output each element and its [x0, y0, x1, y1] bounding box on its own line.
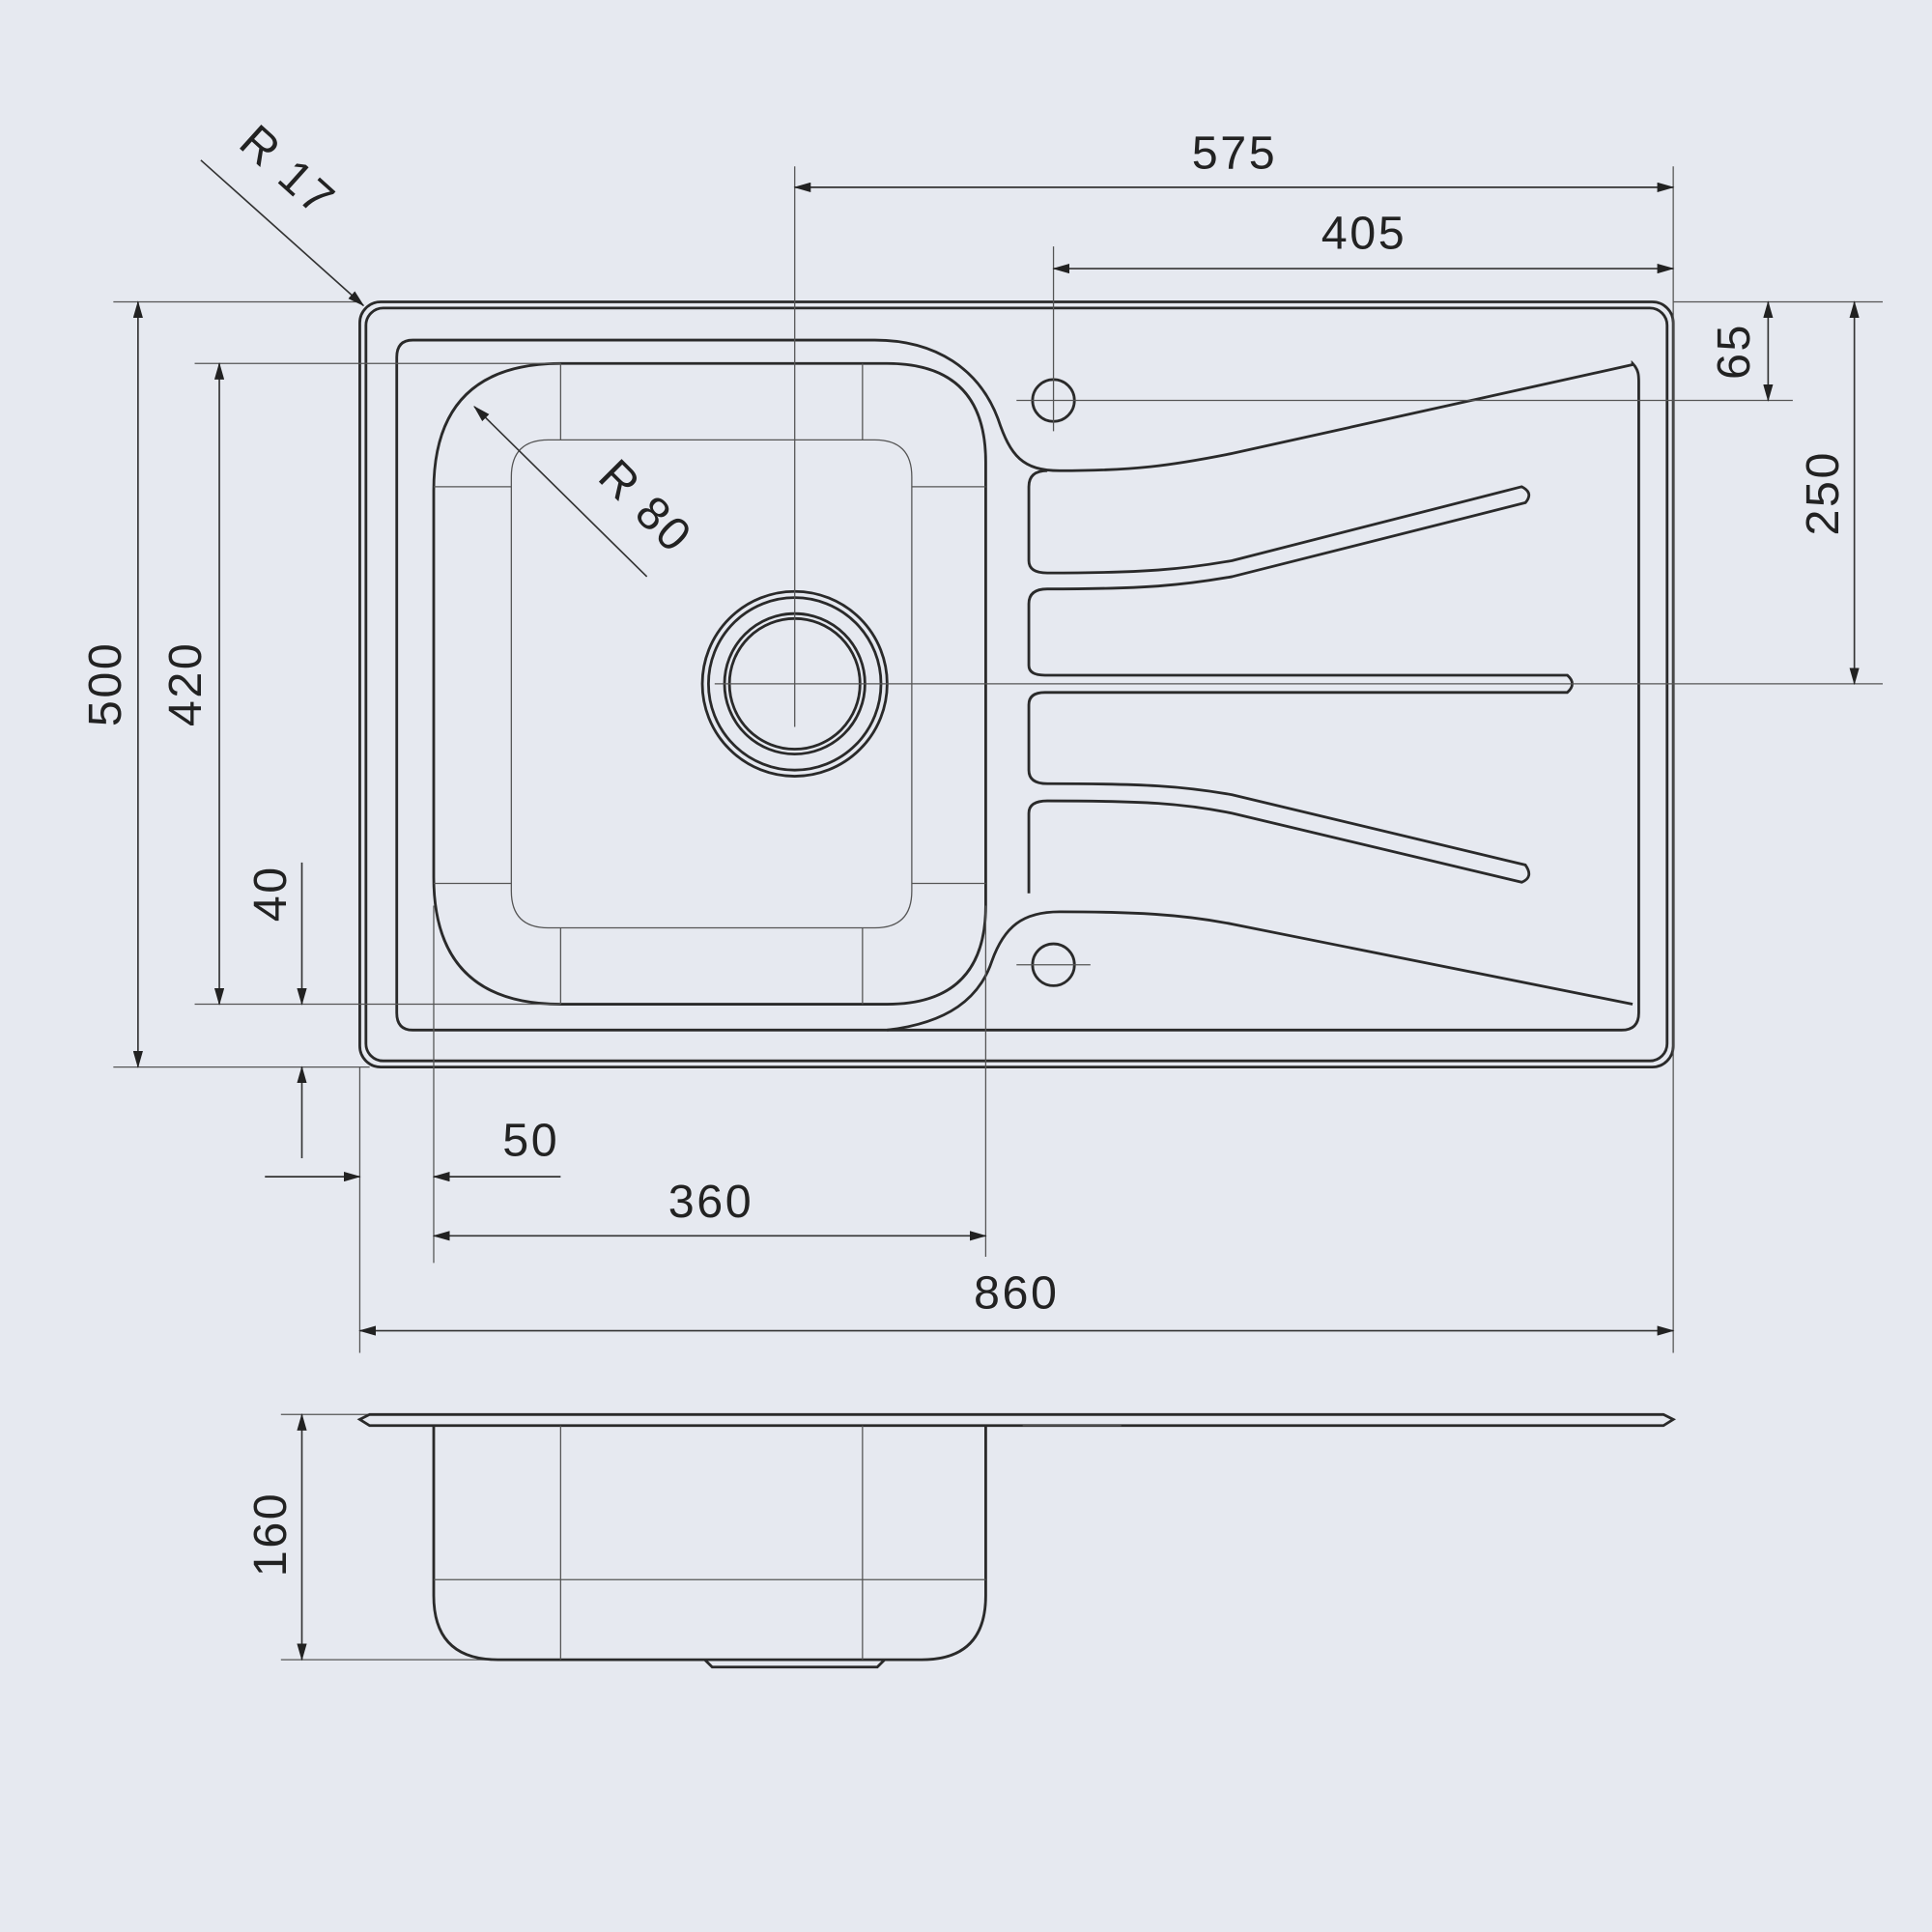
dim-360: 360 [668, 1176, 754, 1228]
dim-420: 420 [159, 641, 212, 727]
drainboard-lower-edge [887, 910, 1634, 1032]
dim-860: 860 [974, 1267, 1060, 1320]
dim-65: 65 [1708, 323, 1760, 380]
dim-500: 500 [79, 641, 131, 727]
bowl-floor [510, 439, 913, 929]
dim-160: 160 [244, 1492, 297, 1577]
dim-40: 40 [244, 865, 297, 922]
dim-250: 250 [1797, 450, 1849, 535]
dim-50: 50 [502, 1114, 559, 1166]
dim-575: 575 [1192, 128, 1277, 180]
sink-top-view [358, 300, 1675, 1068]
extension-lines [113, 166, 1883, 1661]
dimension-arrows [132, 159, 1860, 1662]
sink-side-view [356, 1412, 1677, 1669]
inner-rim [395, 338, 1640, 1032]
dim-405: 405 [1321, 208, 1407, 260]
